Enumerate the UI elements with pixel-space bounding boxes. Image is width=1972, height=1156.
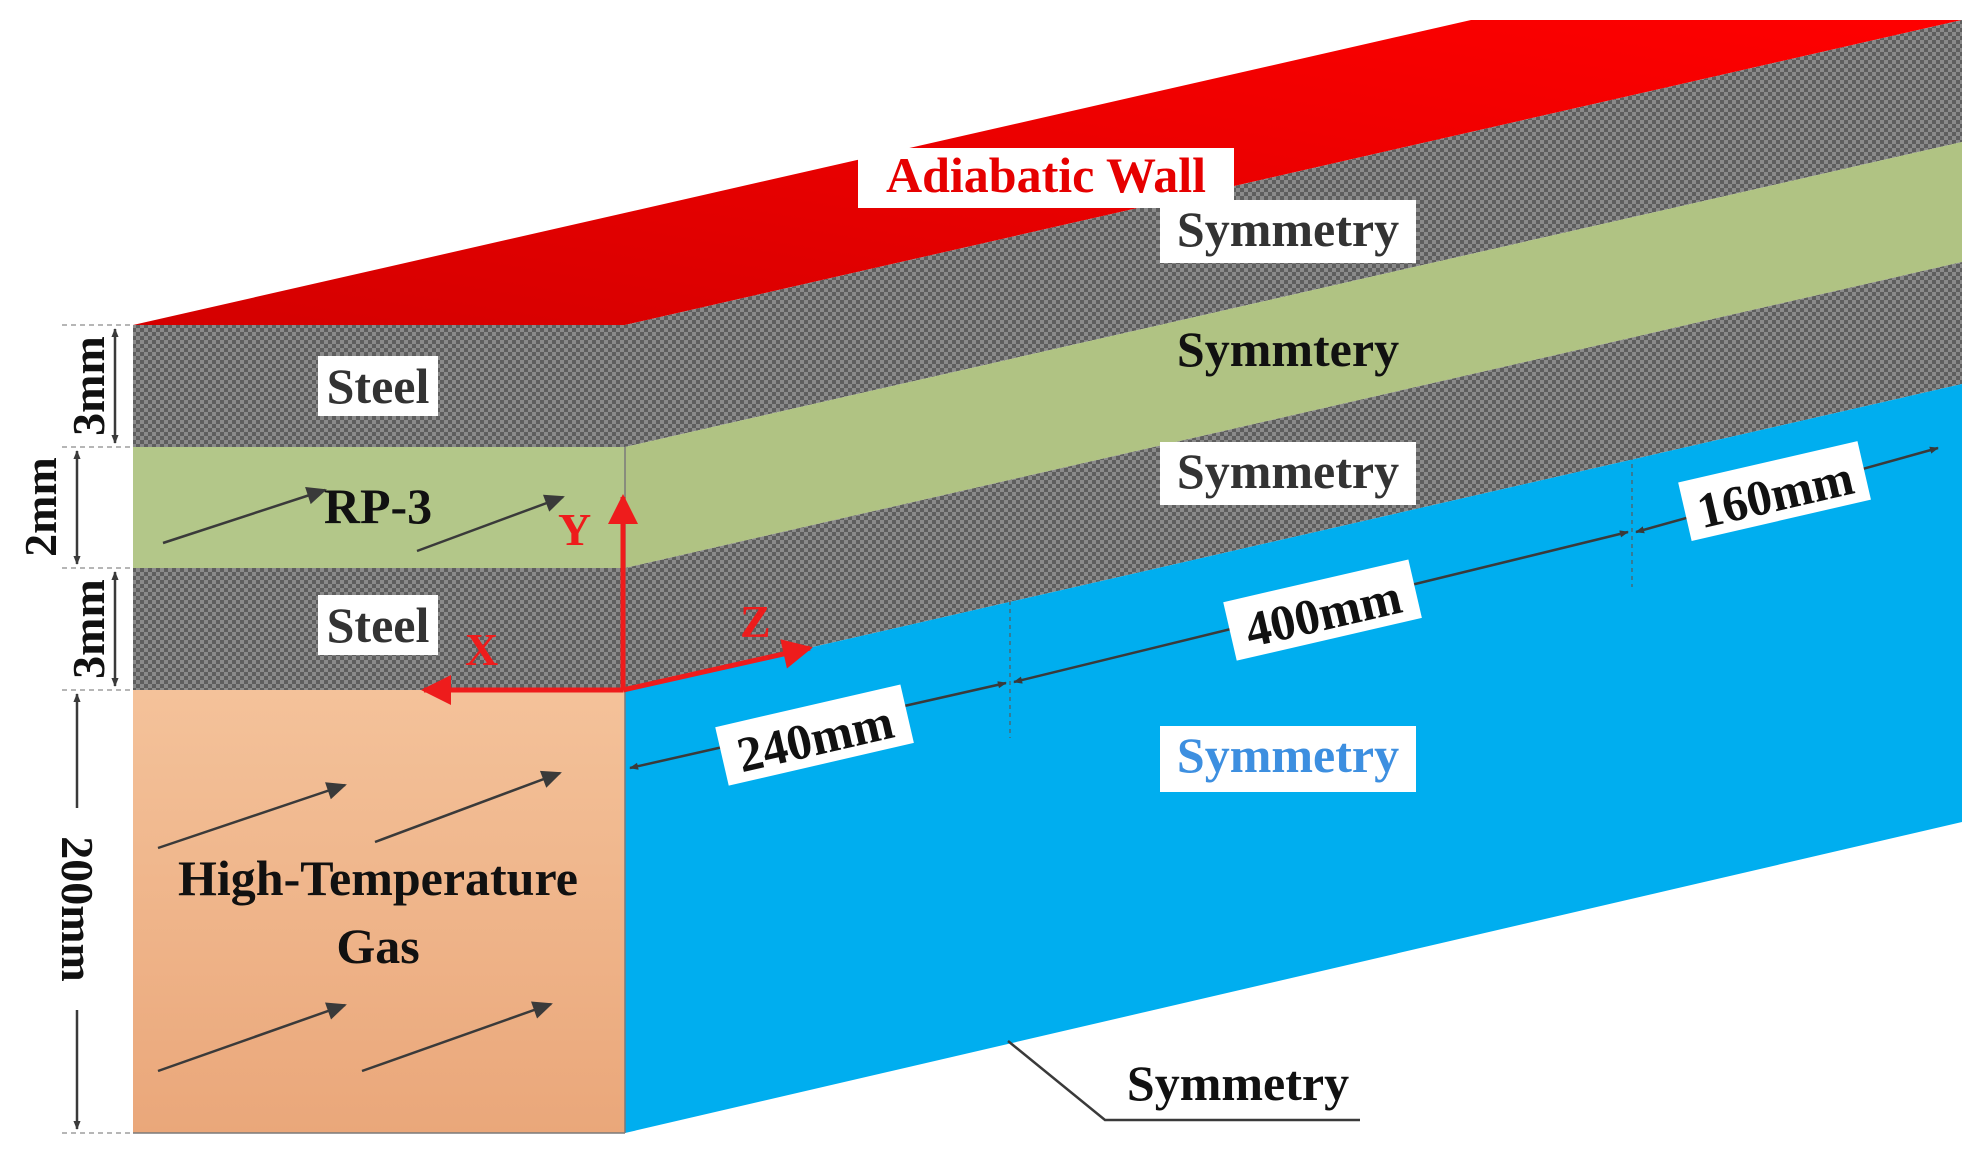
thickness-guides xyxy=(62,324,133,1134)
symmetry-top-steel-label-bg xyxy=(1160,200,1416,263)
symmetry-top-steel-label: Symmetry xyxy=(1177,201,1399,257)
x-axis-label: X xyxy=(465,624,498,675)
steel-top-label: Steel xyxy=(327,358,430,414)
gas-height-label: 200mm xyxy=(52,836,103,982)
symmetry-bottom-leader xyxy=(1007,1040,1360,1122)
steel-bottom-thickness-label: 3mm xyxy=(63,579,114,679)
y-axis-label: Y xyxy=(558,504,591,555)
symmetry-gas-label-bg xyxy=(1160,726,1416,792)
flow-arrow xyxy=(157,1002,347,1073)
fuel-thickness-label: 2mm xyxy=(15,457,66,557)
thickness-arrows xyxy=(73,328,119,1130)
symmetry-mid-steel-label: Symmetry xyxy=(1177,443,1399,499)
flow-arrows xyxy=(157,487,565,1073)
flow-arrow xyxy=(374,770,562,844)
steel-bottom-label-bg xyxy=(318,595,438,655)
adiabatic-label-bg xyxy=(858,148,1234,208)
flow-arrow xyxy=(416,494,565,553)
gas-label-line1: High-Temperature xyxy=(178,850,578,906)
steel-top-label-bg xyxy=(318,356,438,416)
symmetry-bottom-label: Symmetry xyxy=(1127,1055,1349,1111)
steel-top-thickness-label: 3mm xyxy=(63,336,114,436)
gas-label-line2: Gas xyxy=(336,918,419,974)
gas-front-face xyxy=(133,690,625,1133)
symmetry-fuel-label: Symmtery xyxy=(1177,321,1399,377)
flow-arrow xyxy=(361,1001,553,1073)
adiabatic-wall-label: Adiabatic Wall xyxy=(886,147,1206,203)
length-guides xyxy=(1009,456,1633,738)
rp3-label: RP-3 xyxy=(324,478,432,534)
symmetry-gas-label: Symmetry xyxy=(1177,727,1399,783)
symmetry-mid-steel-label-bg xyxy=(1160,442,1416,505)
flow-arrow xyxy=(157,782,347,850)
flow-arrow xyxy=(162,487,327,545)
z-axis-label: Z xyxy=(740,596,771,647)
steel-bottom-label: Steel xyxy=(327,597,430,653)
fuel-side-face xyxy=(625,142,1962,568)
